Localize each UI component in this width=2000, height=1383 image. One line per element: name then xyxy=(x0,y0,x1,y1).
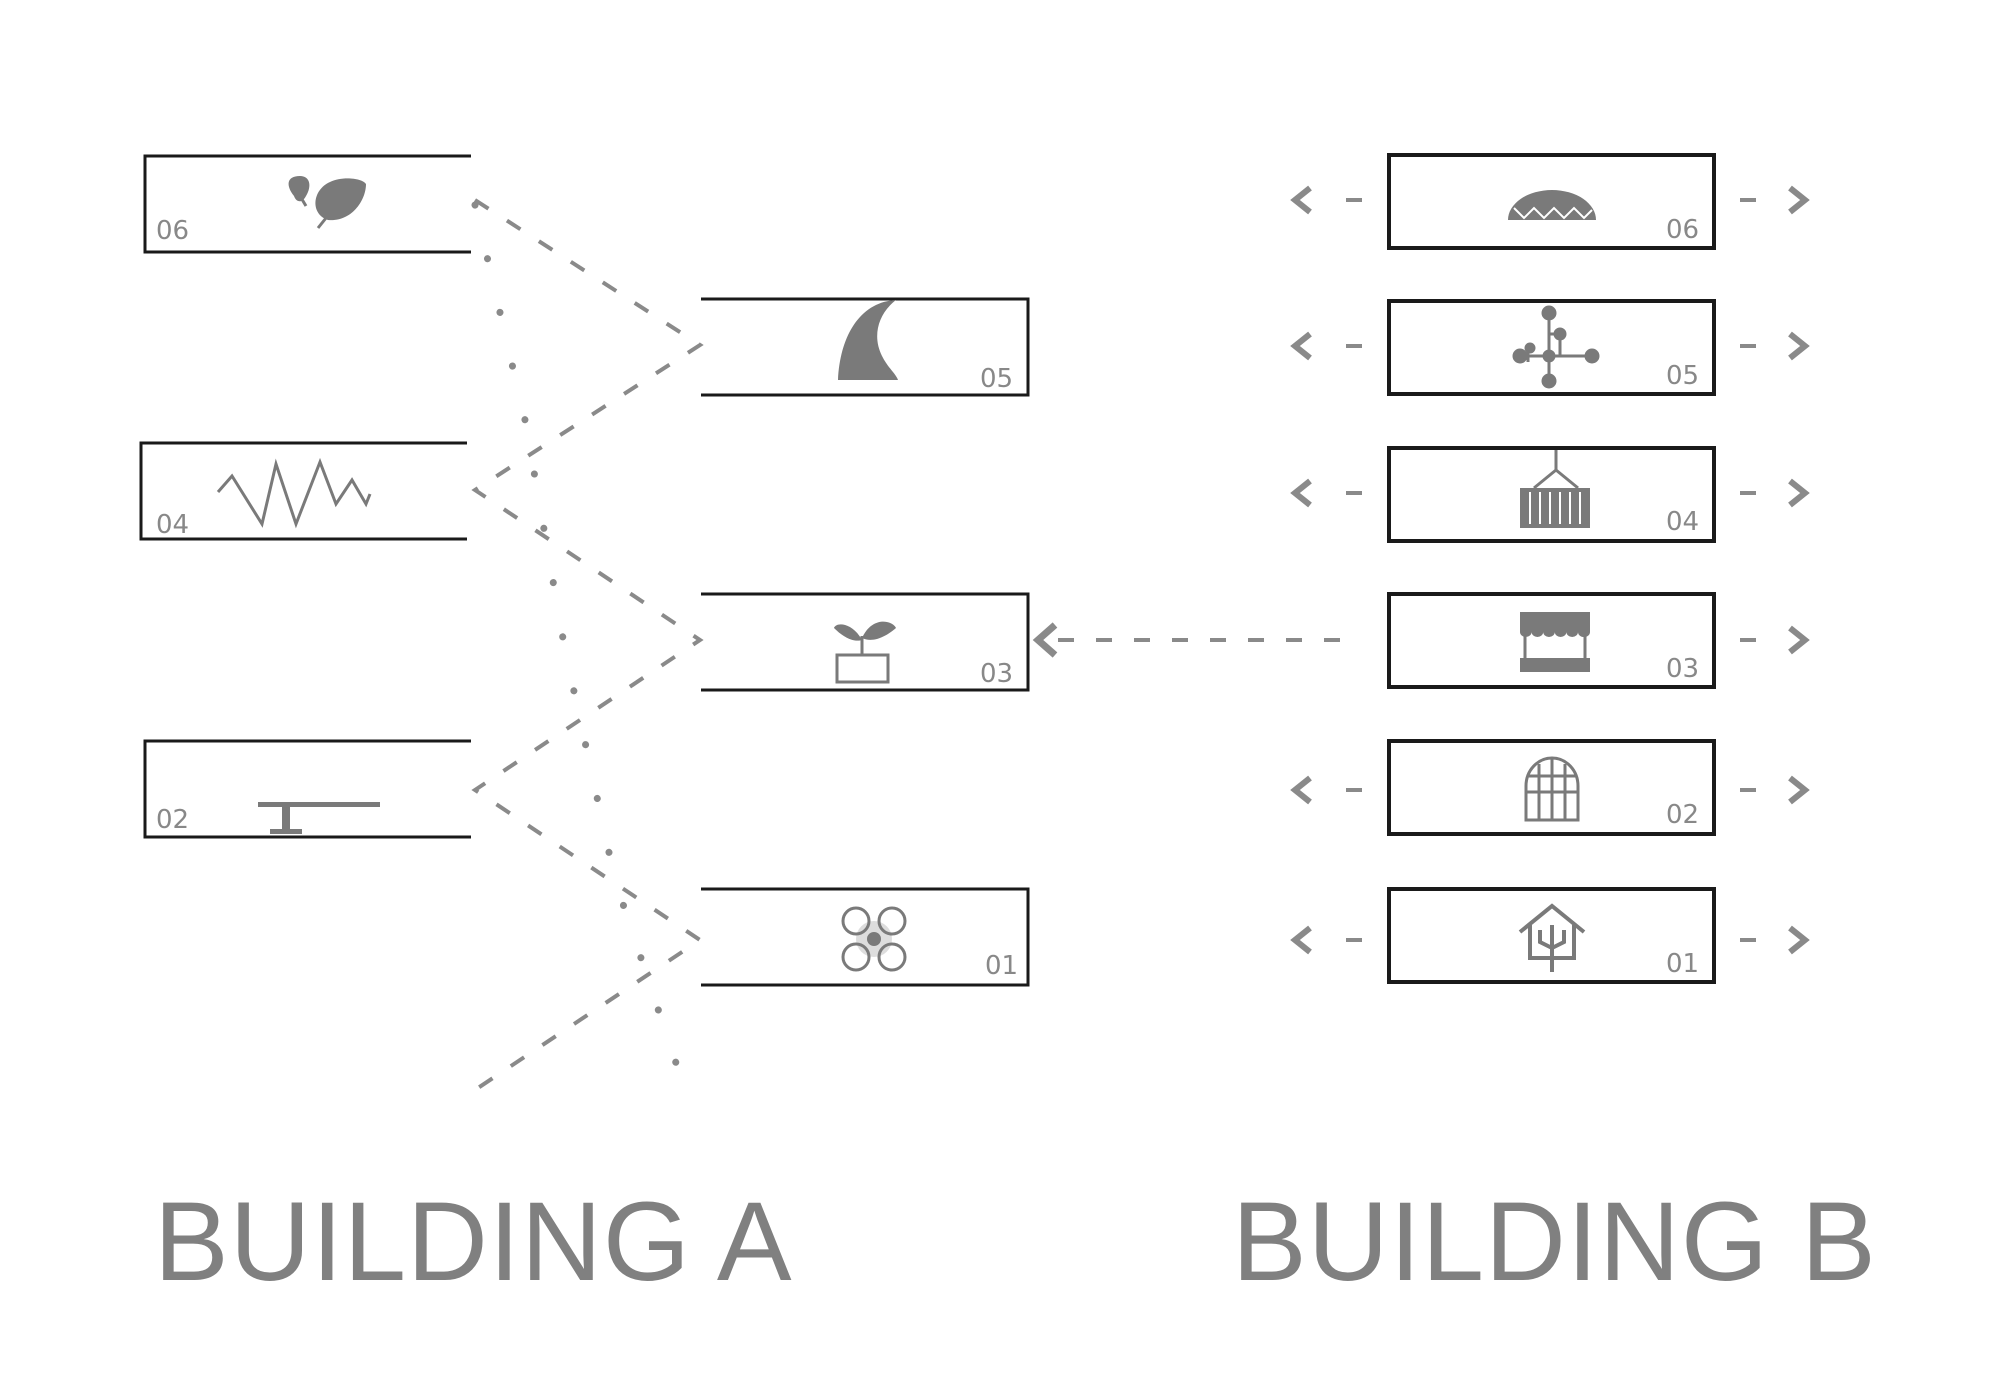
market-stall-icon xyxy=(1519,612,1590,672)
wave-icon xyxy=(838,300,898,380)
building-a-connectors xyxy=(471,198,704,1092)
building-a-dotted-connectors xyxy=(471,201,694,1109)
building-b-floor-04-number: 04 xyxy=(1666,507,1699,537)
table-icon xyxy=(258,802,380,834)
building-a: 06 04 02 05 xyxy=(139,154,1030,987)
building-a-floor-01: 01 xyxy=(701,887,1030,987)
building-b-floor-02-arrows xyxy=(1290,775,1810,805)
building-b-floor-05-number: 05 xyxy=(1666,361,1699,391)
drone-icon xyxy=(841,906,907,972)
building-a-floor-04-number: 04 xyxy=(156,510,189,540)
building-a-floor-04: 04 xyxy=(139,441,467,541)
building-a-floor-06: 06 xyxy=(143,154,471,254)
building-a-floor-02: 02 xyxy=(143,739,471,839)
network-icon xyxy=(1512,305,1600,389)
building-b-floor-01-arrows xyxy=(1290,925,1810,955)
building-b-floor-04-arrows xyxy=(1290,478,1810,508)
building-b-floor-03: 03 xyxy=(1387,592,1716,689)
building-b-floor-03-arrows xyxy=(1740,625,1810,655)
building-a-floor-05: 05 xyxy=(701,297,1030,397)
building-b-floor-05: 05 xyxy=(1387,299,1716,396)
dome-icon xyxy=(1508,190,1596,220)
seedling-pot-icon xyxy=(834,621,896,684)
building-a-floor-03-number: 03 xyxy=(980,659,1013,689)
building-b-floor-01-number: 01 xyxy=(1666,949,1699,979)
building-b-title: BUILDING B xyxy=(1232,1179,1877,1304)
building-b-floor-01: 01 xyxy=(1387,887,1716,984)
building-a-floor-03: 03 xyxy=(701,592,1030,692)
container-crane-icon xyxy=(1520,450,1590,528)
greenhouse-arch-icon xyxy=(1524,756,1580,822)
building-b-floor-06: 06 xyxy=(1387,153,1716,250)
building-b-floor-06-arrows xyxy=(1290,185,1810,215)
building-a-floor-06-number: 06 xyxy=(156,216,189,246)
building-b-floor-06-number: 06 xyxy=(1666,215,1699,245)
leaf-icon xyxy=(288,176,366,229)
zigzag-icon xyxy=(216,457,372,529)
building-b-floor-04: 04 xyxy=(1387,446,1716,543)
house-tree-icon xyxy=(1518,903,1586,972)
building-a-floor-02-number: 02 xyxy=(156,805,189,835)
building-b: 06 05 xyxy=(1032,153,1810,984)
b03-to-a03-connector xyxy=(1032,622,1355,658)
building-a-floor-05-number: 05 xyxy=(980,364,1013,394)
building-a-floor-01-number: 01 xyxy=(985,951,1018,981)
building-b-floor-02: 02 xyxy=(1387,739,1716,836)
building-a-title: BUILDING A xyxy=(154,1179,793,1304)
building-b-floor-02-number: 02 xyxy=(1666,800,1699,830)
building-b-floor-05-arrows xyxy=(1290,331,1810,361)
building-b-floor-03-number: 03 xyxy=(1666,654,1699,684)
